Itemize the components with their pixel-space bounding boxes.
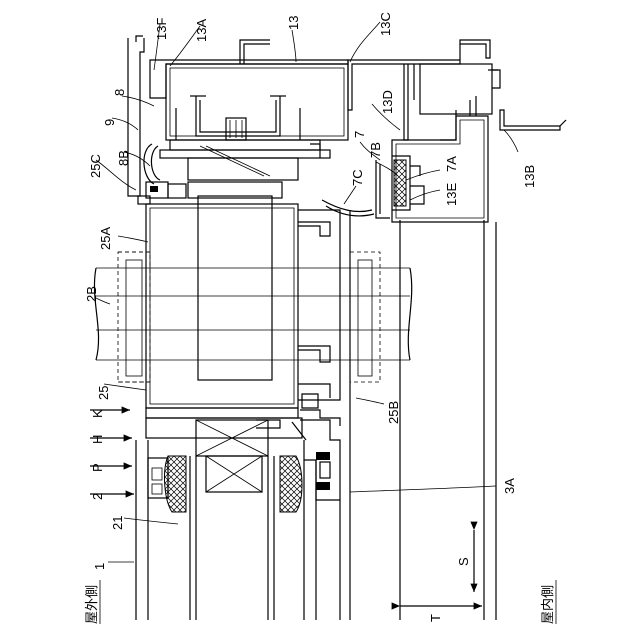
label-13B: 13B xyxy=(522,165,537,188)
label-13A: 13A xyxy=(194,19,209,42)
seal-7 xyxy=(322,156,424,218)
label-25C: 25C xyxy=(88,154,103,178)
label-13F: 13F xyxy=(154,18,169,40)
label-3A: 3A xyxy=(502,478,517,494)
label-S: S xyxy=(456,557,471,566)
lock-bracket xyxy=(160,96,330,180)
label-9: 9 xyxy=(102,119,117,126)
label-2: 2 xyxy=(90,493,105,500)
leader-lines xyxy=(96,22,518,562)
label-21: 21 xyxy=(110,516,125,530)
label-7B: 7B xyxy=(368,142,383,158)
glass-unit-2 xyxy=(136,420,340,620)
label-13E: 13E xyxy=(444,183,459,206)
reference-labels: 13F 13A 13 13C 8 9 25C 8B 13D 7 7B 7A 7C… xyxy=(84,12,556,624)
label-7C: 7C xyxy=(350,169,365,186)
label-13: 13 xyxy=(286,16,301,30)
label-25: 25 xyxy=(96,386,111,400)
label-13D: 13D xyxy=(380,90,395,114)
label-outdoor-side: 屋外側 xyxy=(85,585,100,624)
label-indoor-side: 屋内側 xyxy=(540,585,556,624)
label-7A: 7A xyxy=(444,156,459,172)
label-7: 7 xyxy=(352,131,367,138)
label-2B: 2B xyxy=(84,286,99,302)
label-8: 8 xyxy=(112,89,127,96)
label-T: T xyxy=(428,614,443,622)
sash-hook-25C xyxy=(138,144,186,204)
label-25B: 25B xyxy=(386,401,401,424)
label-8B: 8B xyxy=(116,150,131,166)
label-13C: 13C xyxy=(378,12,393,36)
label-1: 1 xyxy=(92,563,107,570)
label-25A: 25A xyxy=(98,227,113,250)
label-H: H xyxy=(90,435,105,444)
label-K: K xyxy=(90,409,105,418)
label-P: P xyxy=(90,463,105,472)
upper-frame-13 xyxy=(128,36,566,222)
frame-lines xyxy=(340,210,496,620)
